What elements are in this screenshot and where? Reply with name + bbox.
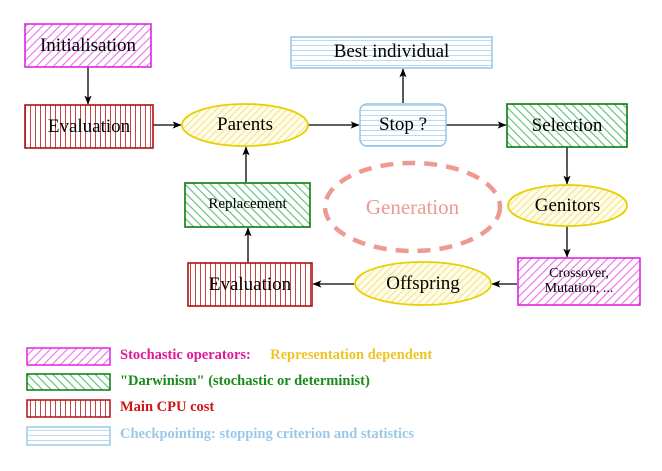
legend-label-darwinism: "Darwinism" (stochastic or determinist): [120, 373, 370, 389]
legend-swatch-stochastic: [26, 347, 111, 366]
legend-label-cpu-cost: Main CPU cost: [120, 399, 215, 415]
node-best-individual[interactable]: [290, 36, 493, 69]
legend-swatch-cpu-cost: [26, 399, 111, 418]
legend-label-checkpointing: Checkpointing: stopping criterion and st…: [120, 426, 415, 442]
node-offspring[interactable]: [354, 261, 492, 306]
node-evaluation-bottom[interactable]: [187, 262, 313, 307]
legend-swatch-checkpointing: [26, 426, 111, 446]
node-genitors[interactable]: [507, 184, 628, 227]
legend-label-stochastic-a: Stochastic operators:: [120, 347, 251, 363]
node-crossover-mutation[interactable]: [517, 257, 641, 306]
node-stop[interactable]: [359, 103, 447, 147]
node-generation: [322, 160, 503, 254]
node-parents[interactable]: [181, 103, 309, 147]
legend-swatch-darwinism: [26, 373, 111, 391]
node-evaluation-top[interactable]: [24, 104, 154, 149]
node-selection[interactable]: [506, 103, 628, 148]
legend-label-stochastic-b: Representation dependent: [270, 347, 433, 363]
node-replacement[interactable]: [184, 182, 311, 228]
node-initialisation[interactable]: [24, 23, 152, 68]
legend-label-stochastic: Stochastic operators: Representation dep…: [120, 347, 432, 364]
